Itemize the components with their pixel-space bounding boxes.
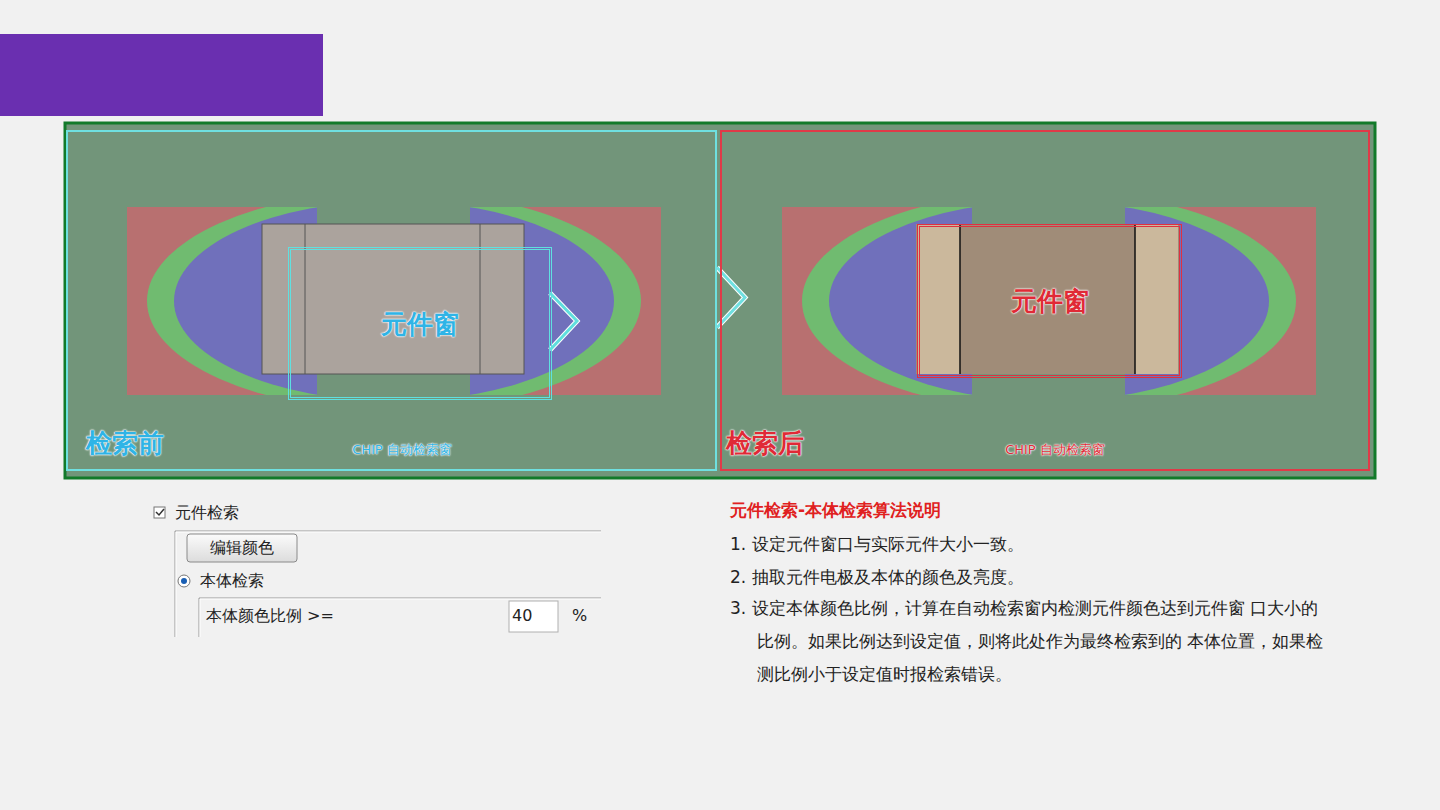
component-window: 元件窗 (917, 224, 1182, 378)
pad-left (127, 140, 661, 455)
radio-label: 本体检索 (200, 571, 264, 592)
field-value: 40 (512, 606, 532, 625)
ui-controls (154, 507, 601, 637)
window-caption: CHIP 自动检索窗 (352, 441, 452, 459)
unit-label: % (572, 606, 587, 625)
outer-frame (65, 123, 1375, 478)
title-bar (0, 34, 323, 116)
button-label: 编辑颜色 (210, 538, 274, 559)
window-label: 元件窗 (381, 306, 459, 341)
notes-title: 元件检索-本体检索算法说明 (730, 499, 941, 522)
checkbox-label: 元件检索 (175, 503, 239, 524)
search-chevron (550, 293, 577, 350)
window-caption: CHIP 自动检索窗 (1005, 441, 1105, 459)
pad-right (782, 140, 1316, 455)
component-window: 元件窗 (288, 247, 552, 400)
chip-after (916, 224, 1179, 374)
before-panel: 检索前 CHIP 自动检索窗 元件窗 (66, 130, 717, 471)
window-label: 元件窗 (1011, 284, 1089, 319)
field-label: 本体颜色比例 >= (206, 606, 334, 627)
panel-title: 检索前 (86, 426, 164, 461)
note-item: 3. 设定本体颜色比例，计算在自动检索窗内检测元件颜色达到元件窗 口大小的比例。… (730, 592, 1330, 691)
after-panel: 检索后 CHIP 自动检索窗 元件窗 (720, 130, 1370, 471)
panel-title: 检索后 (726, 426, 804, 461)
note-item: 2. 抽取元件电极及本体的颜色及亮度。 (730, 566, 1024, 589)
note-item: 1. 设定元件窗口与实际元件大小一致。 (730, 533, 1024, 556)
